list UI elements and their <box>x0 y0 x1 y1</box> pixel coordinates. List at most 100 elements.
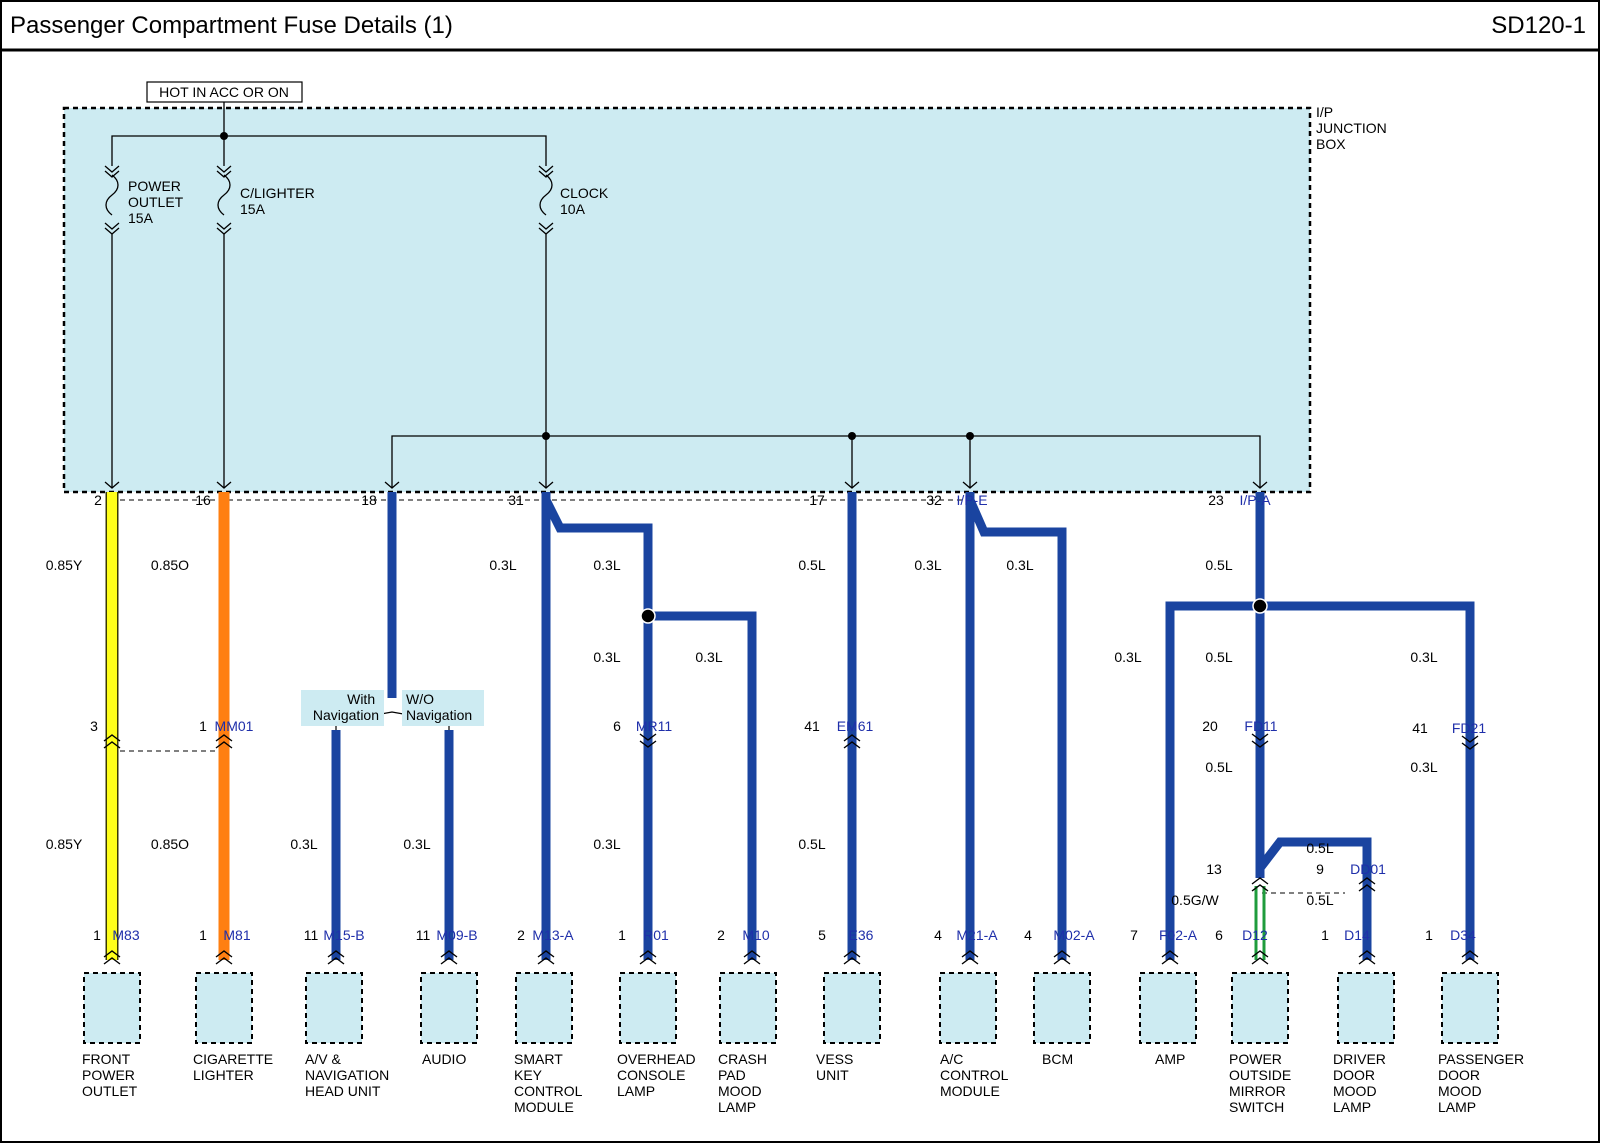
pin-number: 31 <box>508 492 524 508</box>
pin-number: 17 <box>809 492 825 508</box>
connector-id: I/P-E <box>956 492 987 508</box>
component-label-line: LAMP <box>1333 1099 1371 1115</box>
component-label-line: POWER <box>82 1067 135 1083</box>
fuse-clock-label: CLOCK 10A <box>560 185 612 217</box>
component-label-line: OUTSIDE <box>1229 1067 1291 1083</box>
component-label-line: A/V & <box>305 1051 341 1067</box>
inline-connector-symbols <box>103 733 1479 965</box>
component-label-line: DRIVER <box>1333 1051 1386 1067</box>
connector-id: I/P-A <box>1239 492 1271 508</box>
pin-number: 1 <box>199 927 207 943</box>
component-label-line: MIRROR <box>1229 1083 1286 1099</box>
internal-wiring <box>104 102 1268 489</box>
component-label-line: A/C <box>940 1051 963 1067</box>
blue-wire-bcm <box>965 498 1067 960</box>
wire-spec: 0.5L <box>798 836 825 852</box>
wire-spec: 0.5L <box>1205 759 1232 775</box>
blue-wire-crash-pad <box>648 611 757 960</box>
fuse-c-lighter-label: C/LIGHTER 15A <box>240 185 319 217</box>
connector-outlines <box>120 499 1345 894</box>
component-label-line: LIGHTER <box>193 1067 254 1083</box>
wire-spec: 0.85Y <box>46 836 83 852</box>
component-label-line: OVERHEAD <box>617 1051 696 1067</box>
pin-number: 6 <box>613 718 621 734</box>
connector-id: DD01 <box>1350 861 1386 877</box>
nav-label-line: With <box>347 691 375 707</box>
connector-id: D34 <box>1450 927 1476 943</box>
component-label-line: LAMP <box>718 1099 756 1115</box>
component-box-av-navigation <box>305 972 363 1044</box>
with-nav-box <box>301 690 384 726</box>
fuse-label-line: C/LIGHTER <box>240 185 315 201</box>
connector-id: E36 <box>849 927 874 943</box>
connector-id: M13-A <box>532 927 574 943</box>
connector-id: F02-A <box>1159 927 1198 943</box>
connector-id: M02-A <box>1053 927 1095 943</box>
component-box-audio <box>420 972 478 1044</box>
supply-label: HOT IN ACC OR ON <box>159 84 289 100</box>
fuse-label-line: 10A <box>560 201 586 217</box>
wire-spec: 0.3L <box>290 836 317 852</box>
pin-number: 11 <box>416 927 431 943</box>
wire-spec: 0.3L <box>1006 557 1033 573</box>
component-label-line: MODULE <box>940 1083 1000 1099</box>
component-label-line: DOOR <box>1438 1067 1480 1083</box>
fuse-label-line: 15A <box>128 210 154 226</box>
wire-spec: 0.85O <box>151 557 189 573</box>
connector-id: M21-A <box>956 927 998 943</box>
component-label-line: UNIT <box>816 1067 849 1083</box>
wire-spec: 0.5L <box>798 557 825 573</box>
with-nav-label: With Navigation <box>313 691 379 723</box>
internal-splices <box>220 132 974 440</box>
connector-id: M83 <box>112 927 139 943</box>
pin-number: 41 <box>804 718 820 734</box>
connector-id: D14 <box>1344 927 1370 943</box>
component-label-line: DOOR <box>1333 1067 1375 1083</box>
component-box-bcm <box>1033 972 1091 1044</box>
junction-box-label-line: I/P <box>1316 104 1333 120</box>
pin-number: 2 <box>717 927 725 943</box>
fuse-label-line: OUTLET <box>128 194 184 210</box>
fuse-power-outlet-label: POWER OUTLET 15A <box>128 178 187 226</box>
component-label-line: MOOD <box>1333 1083 1377 1099</box>
component-box-power-mirror <box>1231 972 1289 1044</box>
component-label-line: SMART <box>514 1051 563 1067</box>
diagram-code: SD120-1 <box>1491 12 1586 39</box>
pin-number: 7 <box>1130 927 1138 943</box>
component-box-passenger-door <box>1441 972 1499 1044</box>
wire-spec: 0.5L <box>1205 557 1232 573</box>
connector-id: M15-B <box>323 927 364 943</box>
fuse-label-line: CLOCK <box>560 185 609 201</box>
pin-number: 4 <box>934 927 942 943</box>
pin-number: 1 <box>1321 927 1329 943</box>
connector-id: MM01 <box>215 718 254 734</box>
component-box-driver-door <box>1337 972 1395 1044</box>
component-label-line: PASSENGER <box>1438 1051 1524 1067</box>
component-label-line: KEY <box>514 1067 543 1083</box>
wire-spec: 0.5L <box>1306 840 1333 856</box>
pin-number: 9 <box>1316 861 1324 877</box>
wire-spec: 0.85Y <box>46 557 83 573</box>
fuse-label-line: POWER <box>128 178 181 194</box>
wire-spec: 0.85O <box>151 836 189 852</box>
component-box-front-power-outlet <box>83 972 141 1044</box>
pin-number: 2 <box>517 927 525 943</box>
pin-number: 1 <box>199 718 207 734</box>
nav-label-line: Navigation <box>406 707 472 723</box>
pin-number: 11 <box>304 927 319 943</box>
component-box-smart-key <box>515 972 573 1044</box>
fuse-label-line: 15A <box>240 201 266 217</box>
wire-spec: 0.3L <box>1114 649 1141 665</box>
component-label-line: CONTROL <box>514 1083 583 1099</box>
pin-number: 6 <box>1215 927 1223 943</box>
component-box-cigarette-lighter <box>195 972 253 1044</box>
